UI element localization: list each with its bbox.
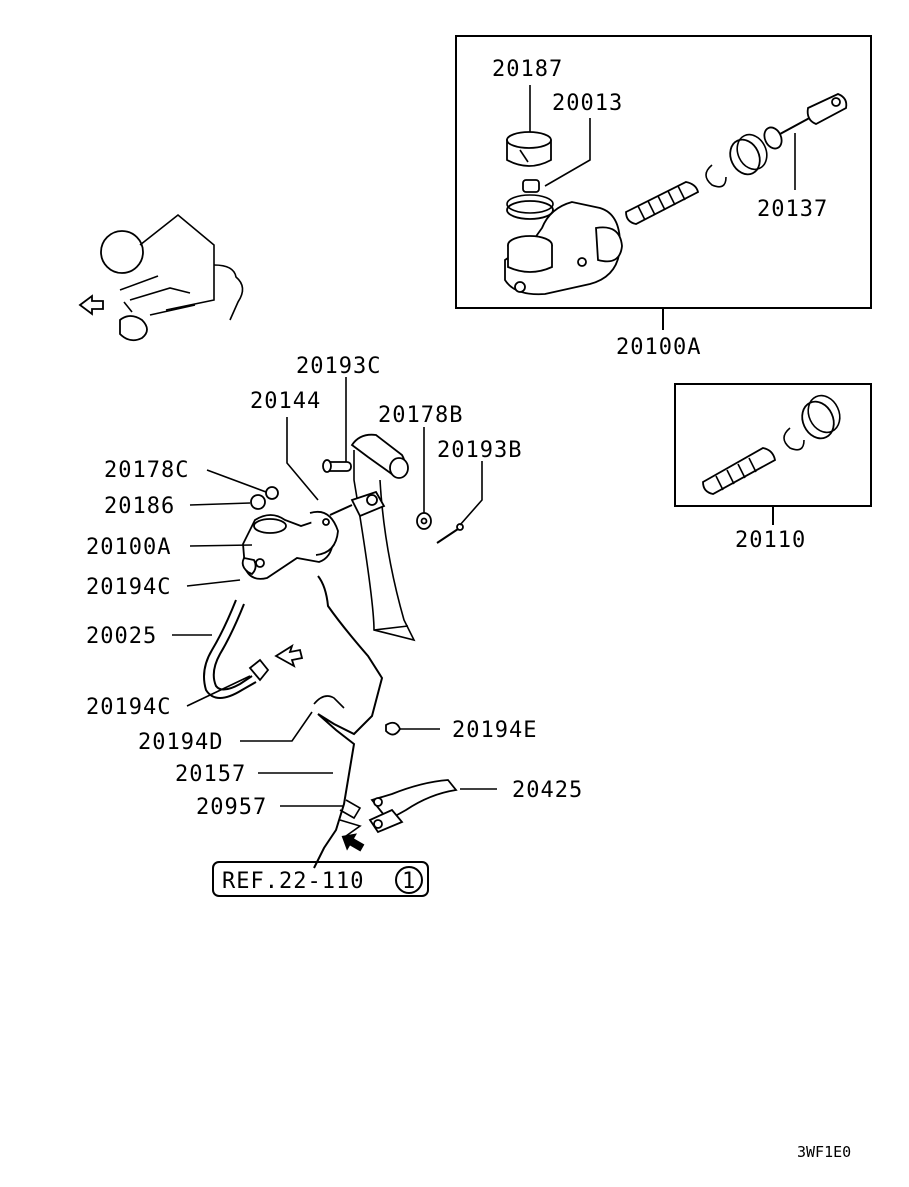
part-label-20186[interactable]: 20186	[104, 494, 175, 519]
part-label-20144[interactable]: 20144	[250, 389, 321, 414]
repair-kit-parts-drawing	[702, 394, 841, 495]
leader-20194C-bottom	[186, 675, 251, 707]
part-label-20194D[interactable]: 20194D	[138, 730, 223, 755]
part-label-20178C[interactable]: 20178C	[104, 458, 189, 483]
diagram-code: 3WF1E0	[797, 1143, 851, 1161]
vehicle-locator-sketch	[78, 213, 244, 342]
leader-20194D	[240, 711, 313, 742]
leader-20193B	[459, 461, 483, 526]
nut-20186-drawing	[250, 494, 266, 510]
part-label-20194C-top[interactable]: 20194C	[86, 575, 171, 600]
clutch-pedal-drawing	[350, 433, 416, 642]
reference-circle	[395, 866, 423, 894]
master-cylinder-body-drawing	[504, 201, 623, 296]
part-label-20100A[interactable]: 20100A	[86, 535, 171, 560]
push-rod-drawing	[763, 93, 848, 150]
piston-spring-drawing	[625, 181, 700, 225]
direction-arrow-icon	[274, 643, 304, 668]
reference-text: REF.22-110	[222, 869, 364, 894]
reference-link[interactable]: REF.22-110 1	[212, 861, 429, 897]
reservoir-cap-drawing	[506, 131, 552, 167]
leader-20144	[286, 417, 319, 501]
part-label-20194C-bottom[interactable]: 20194C	[86, 695, 171, 720]
part-label-20193B[interactable]: 20193B	[437, 438, 522, 463]
part-label-20187[interactable]: 20187	[492, 57, 563, 82]
hose-clamp-drawing	[506, 179, 554, 220]
part-label-20157[interactable]: 20157	[175, 762, 246, 787]
output-arrow-icon	[341, 833, 365, 852]
nut-20178C-drawing	[265, 486, 279, 500]
part-label-20100A-kit[interactable]: 20100A	[616, 335, 701, 360]
part-label-20194E[interactable]: 20194E	[452, 718, 537, 743]
part-label-20137[interactable]: 20137	[757, 197, 828, 222]
leader-20100A	[189, 544, 253, 547]
flexible-hose-drawing	[368, 779, 458, 834]
part-label-20193C[interactable]: 20193C	[296, 354, 381, 379]
part-label-20025[interactable]: 20025	[86, 624, 157, 649]
leader-20013	[544, 118, 591, 187]
boot-drawing	[729, 133, 768, 176]
clevis-joint-drawing	[329, 490, 386, 518]
cotter-pin-drawing	[436, 523, 464, 544]
washer-20178B-drawing	[416, 512, 432, 530]
part-label-20425[interactable]: 20425	[512, 778, 583, 803]
clip-20194E-drawing	[385, 721, 402, 736]
part-label-20013[interactable]: 20013	[552, 91, 623, 116]
part-label-20957[interactable]: 20957	[196, 795, 267, 820]
clip-20957-drawing	[339, 799, 362, 820]
snap-ring-drawing	[705, 164, 727, 188]
installed-master-cylinder-drawing	[242, 510, 339, 580]
leader-20194C-top	[186, 579, 241, 587]
reference-number: 1	[402, 869, 416, 894]
leader-20178C	[206, 469, 267, 493]
part-label-20110[interactable]: 20110	[735, 528, 806, 553]
clutch-tube-drawing	[313, 575, 384, 869]
reservoir-hose-drawing	[203, 556, 270, 699]
leader-20186	[189, 502, 251, 506]
clevis-pin-drawing	[322, 459, 352, 473]
reference-box	[212, 861, 429, 897]
part-label-20178B[interactable]: 20178B	[378, 403, 463, 428]
